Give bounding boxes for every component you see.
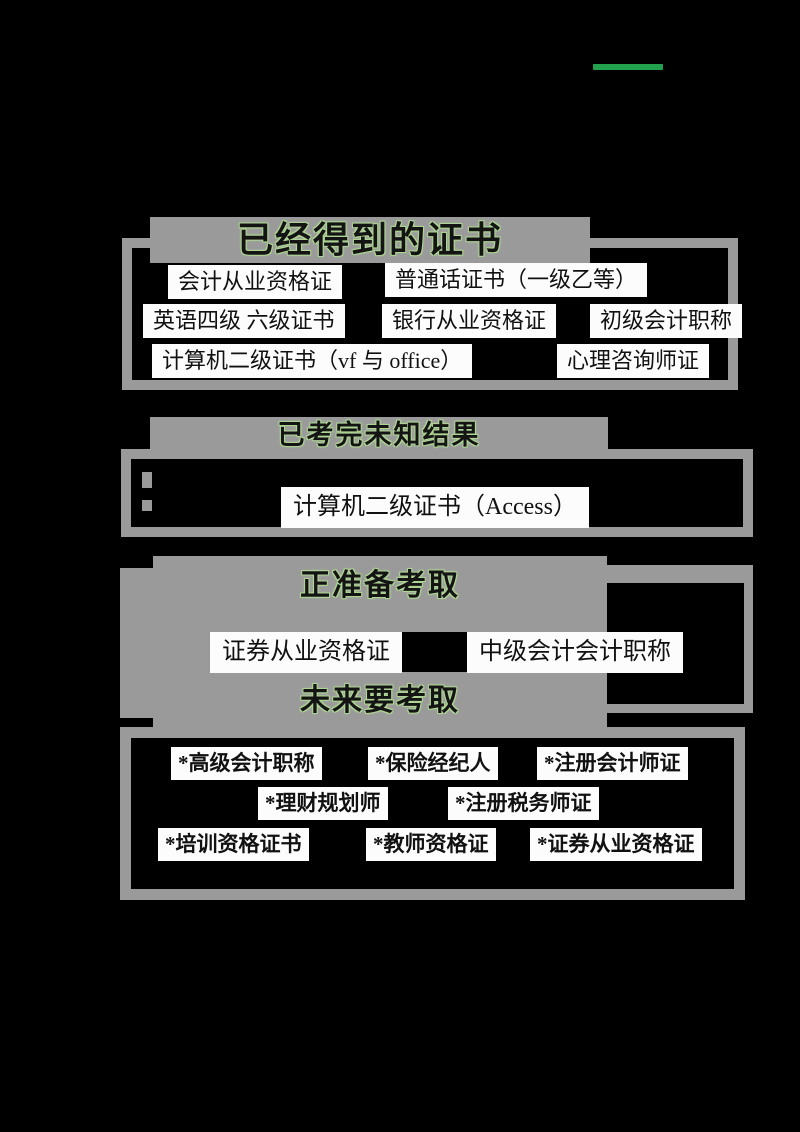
cert-label: *证券从业资格证 [530,828,702,862]
artifact-mark [142,472,152,488]
cert-label: 会计从业资格证 [168,265,343,300]
cert-label: *注册税务师证 [448,787,599,821]
cert-label: 证券从业资格证 [210,632,402,673]
cert-label: 心理咨询师证 [557,344,710,379]
awaiting-section-title: 已考完未知结果 [277,420,481,450]
awaiting-section-frame [121,449,753,537]
awaiting-title-banner: 已考完未知结果 [150,417,608,454]
redacted-box [396,632,467,672]
cert-label: *保险经纪人 [368,747,498,781]
preparing-section-title: 正准备考取 [300,569,460,602]
obtained-section-title: 已经得到的证书 [236,219,503,260]
cert-label: 计算机二级证书（Access） [281,487,589,528]
cert-label: 初级会计职称 [590,304,743,339]
preparing-frame-bottom-edge [607,704,744,713]
cert-label: 计算机二级证书（vf 与 office） [152,344,473,379]
cert-label: 中级会计会计职称 [467,632,683,673]
future-section-frame [120,727,745,900]
artifact-dot [143,678,152,687]
cert-label: 普通话证书（一级乙等） [385,263,648,298]
cert-label: 银行从业资格证 [382,304,557,339]
cert-label: *注册会计师证 [537,747,688,781]
future-section-title: 未来要考取 [300,684,460,717]
preparing-frame-right-edge [744,565,753,713]
obtained-title-banner: 已经得到的证书 [150,217,590,263]
cert-label: *培训资格证书 [158,828,309,862]
preparing-frame-top-edge [607,565,753,583]
cert-label: *理财规划师 [258,787,388,821]
preparing-frame-left-edge [120,568,153,718]
cert-label: *教师资格证 [366,828,496,862]
green-dash-decoration [593,64,663,70]
cert-label: *高级会计职称 [171,747,322,781]
artifact-mark [142,500,152,511]
cert-label: 英语四级 六级证书 [143,304,345,339]
